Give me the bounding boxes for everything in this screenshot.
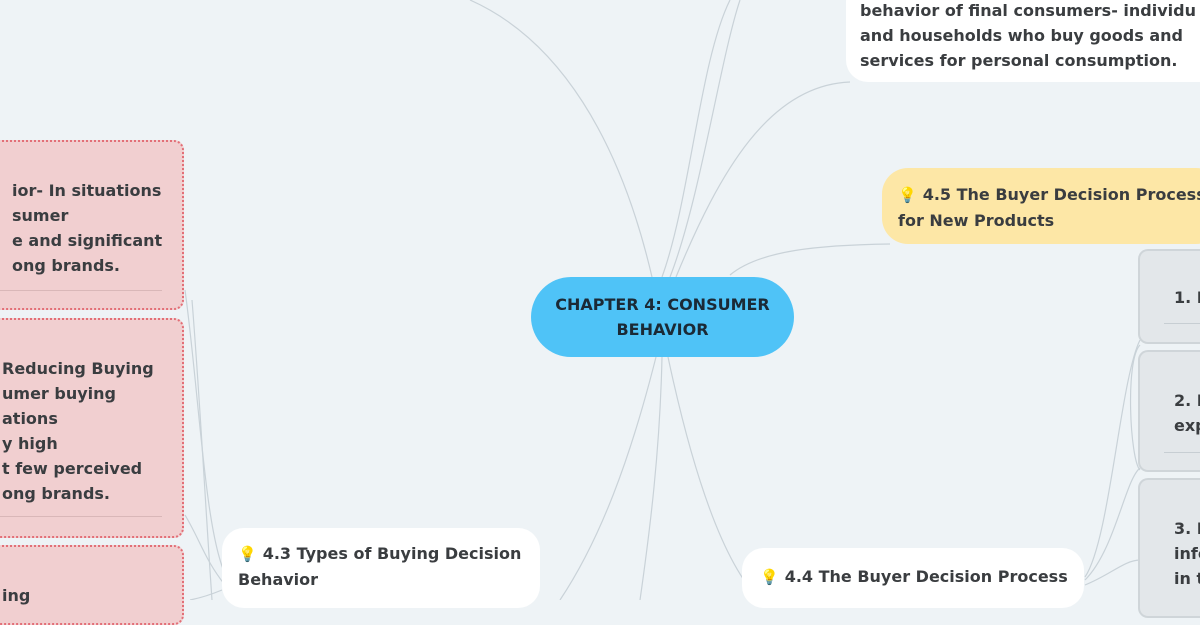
topic-4-5-new-products[interactable]: 💡 4.5 The Buyer Decision Process for New … bbox=[882, 168, 1200, 244]
pink-subtopic-2[interactable]: Reducing Buying umer buying ations y hig… bbox=[0, 318, 184, 538]
central-topic-title: CHAPTER 4: CONSUMER BEHAVIOR bbox=[555, 295, 770, 339]
topic-4-3-types-of-buying-decision[interactable]: 💡 4.3 Types of Buying Decision Behavior bbox=[222, 528, 540, 608]
gray-2-line-2: exp bbox=[1174, 416, 1200, 435]
connector-topic43-pink1 bbox=[184, 289, 229, 581]
topic-4-3-line-1: 4.3 Types of Buying Decision bbox=[262, 544, 522, 563]
definition-node[interactable]: behavior of final consumers- individu an… bbox=[846, 0, 1200, 82]
connector-root-definition-c bbox=[675, 81, 851, 278]
definition-line-1: behavior of final consumers- individu bbox=[860, 1, 1196, 20]
connector-lines bbox=[184, 0, 1141, 600]
topic-4-4-line-1: 4.4 The Buyer Decision Process bbox=[784, 567, 1068, 586]
central-topic[interactable]: CHAPTER 4: CONSUMER BEHAVIOR bbox=[531, 277, 794, 357]
connector-topic43-line bbox=[191, 299, 213, 600]
gray-subtopic-3[interactable]: 3. E infe in t bbox=[1138, 478, 1200, 618]
connector-topic43-pink2 bbox=[184, 514, 226, 586]
connector-topic43-pink3 bbox=[189, 589, 223, 600]
pink-1-line-3: e and significant bbox=[12, 231, 163, 250]
topic-4-4-buyer-decision-process[interactable]: 💡 4.4 The Buyer Decision Process bbox=[742, 548, 1084, 608]
gray-subtopic-2[interactable]: 2. I exp bbox=[1138, 350, 1200, 472]
pink-1-line-1: ior- In situations bbox=[12, 181, 162, 200]
connector-root-top-left bbox=[469, 0, 653, 278]
gray-2-line-1: 2. I bbox=[1174, 391, 1200, 410]
gray-subtopic-1[interactable]: 1. N bbox=[1138, 249, 1200, 344]
divider bbox=[0, 290, 162, 291]
divider bbox=[0, 516, 162, 517]
pink-2-line-5: t few perceived bbox=[2, 459, 143, 478]
pink-subtopic-1[interactable]: ior- In situations sumer e and significa… bbox=[0, 140, 184, 310]
divider bbox=[1164, 323, 1200, 324]
connector-topic44-gray1 bbox=[1084, 339, 1141, 578]
lightbulb-icon: 💡 bbox=[760, 568, 779, 586]
connector-root-definition-b bbox=[669, 0, 741, 278]
pink-2-line-2: umer buying bbox=[2, 384, 116, 403]
connector-topic45-gray bbox=[1129, 344, 1141, 471]
connector-root-topic43 bbox=[559, 356, 657, 600]
topic-4-3-line-2: Behavior bbox=[238, 570, 319, 589]
connector-root-bottom bbox=[639, 356, 663, 600]
lightbulb-icon: 💡 bbox=[898, 186, 917, 204]
definition-line-2: and households who buy goods and bbox=[860, 26, 1183, 45]
connector-topic44-gray3 bbox=[1084, 559, 1141, 586]
pink-3-line-1: ing bbox=[2, 586, 31, 605]
pink-2-line-3: ations bbox=[2, 409, 58, 428]
connector-topic44-gray2 bbox=[1084, 467, 1141, 581]
pink-subtopic-3[interactable]: ing bbox=[0, 545, 184, 625]
connector-root-topic45 bbox=[729, 243, 891, 276]
pink-1-line-4: ong brands. bbox=[12, 256, 120, 275]
gray-3-line-1: 3. E bbox=[1174, 519, 1200, 538]
gray-3-line-2: infe bbox=[1174, 544, 1200, 563]
pink-1-line-2: sumer bbox=[12, 206, 69, 225]
pink-2-line-6: ong brands. bbox=[2, 484, 110, 503]
topic-4-5-line-1: 4.5 The Buyer Decision Process bbox=[922, 185, 1200, 204]
lightbulb-icon: 💡 bbox=[238, 545, 257, 563]
connector-root-definition-a bbox=[661, 0, 731, 278]
gray-1-line-1: 1. N bbox=[1174, 288, 1200, 307]
definition-line-3: services for personal consumption. bbox=[860, 51, 1178, 70]
gray-3-line-3: in t bbox=[1174, 569, 1200, 588]
topic-4-5-line-2: for New Products bbox=[898, 211, 1055, 230]
pink-2-line-4: y high bbox=[2, 434, 58, 453]
divider bbox=[1164, 452, 1200, 453]
pink-2-line-1: Reducing Buying bbox=[2, 359, 154, 378]
